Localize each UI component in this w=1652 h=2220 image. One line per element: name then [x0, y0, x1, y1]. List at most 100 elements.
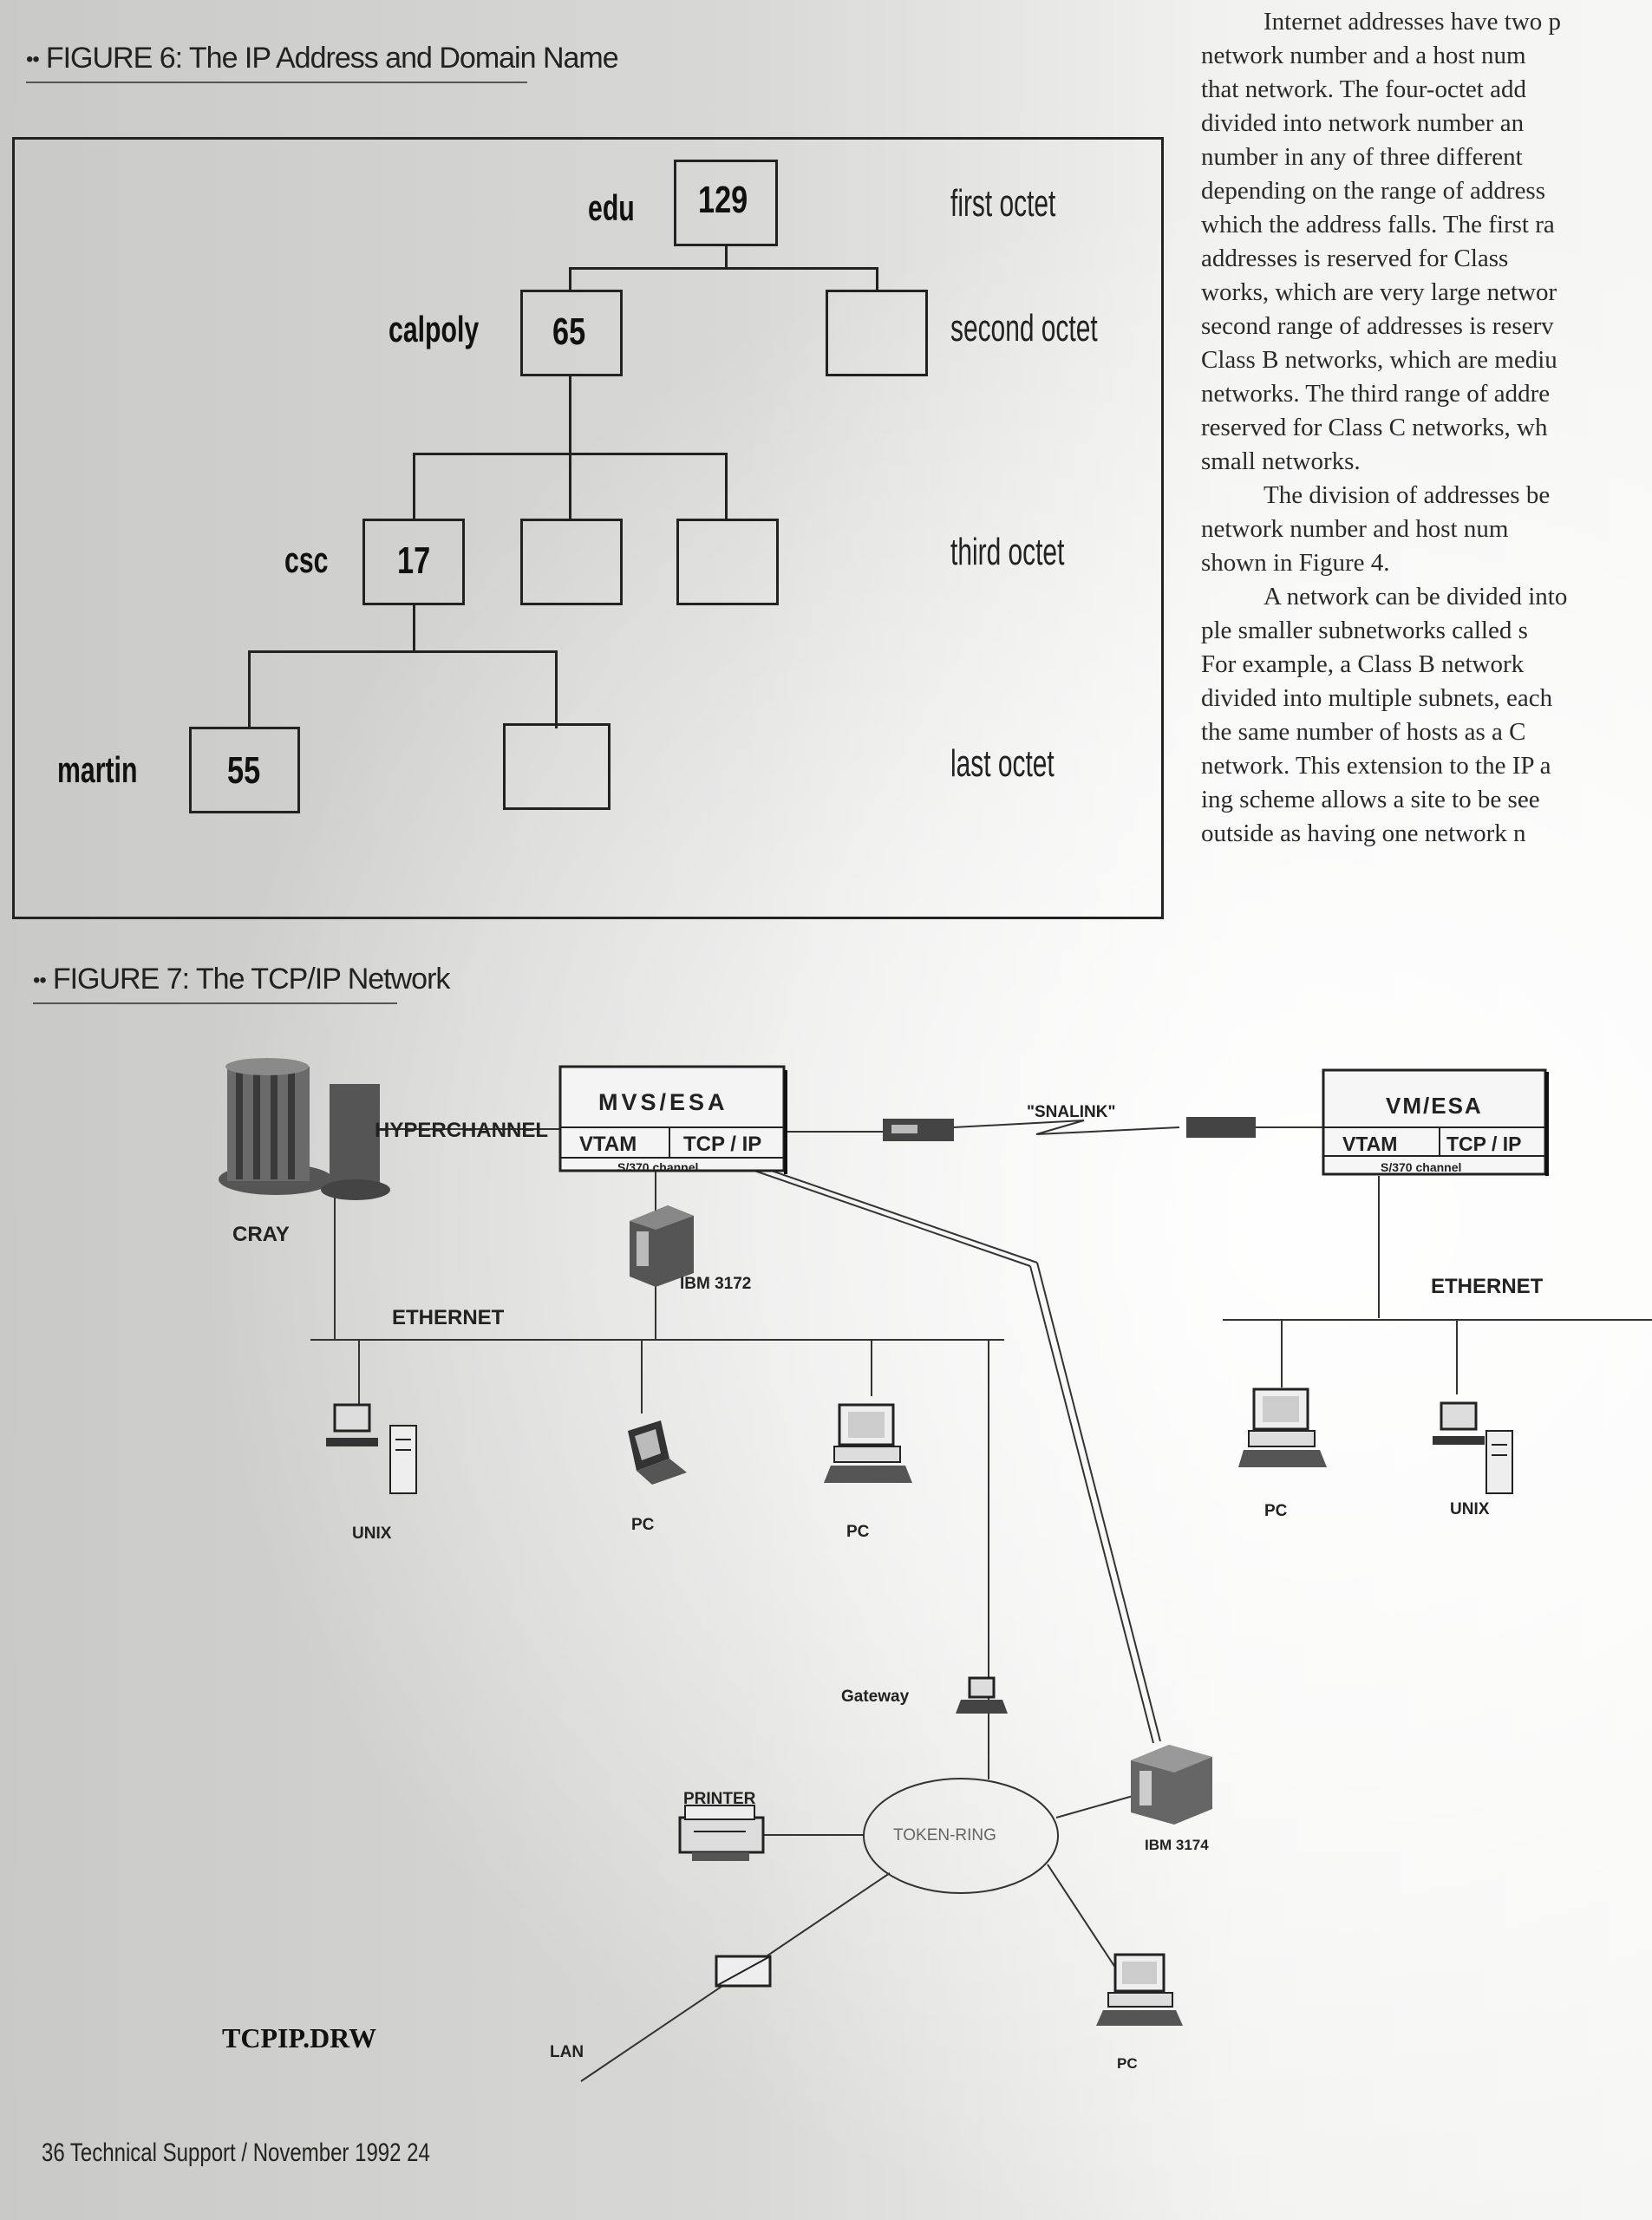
fep-device-icon: [1186, 1117, 1256, 1138]
unix-right-label: UNIX: [1450, 1500, 1490, 1518]
mvs-vtam: VTAM: [579, 1133, 637, 1156]
first-octet-value: 129: [698, 179, 748, 221]
vm-vtam: VTAM: [1342, 1133, 1398, 1155]
cray-label: CRAY: [232, 1223, 290, 1246]
tree-connector: [569, 453, 571, 520]
octet-box-empty: [826, 290, 928, 376]
second-octet-value: 65: [552, 310, 586, 353]
article-line: The division of addresses be: [1263, 481, 1551, 509]
article-line: divided into network number an: [1201, 109, 1525, 137]
article-text-column: Internet addresses have two p network nu…: [1201, 5, 1652, 851]
mvs-title: MVS/ESA: [598, 1089, 728, 1115]
page-footer: 36 Technical Support / November 1992 24: [42, 2138, 430, 2167]
mvs-esa-host: [558, 1065, 787, 1174]
caption-bullets: ••: [26, 48, 40, 72]
article-line: the same number of hosts as a C: [1201, 718, 1526, 746]
article-line: which the address falls. The first ra: [1201, 211, 1555, 238]
lan-label: LAN: [550, 2043, 584, 2061]
article-line: Class B networks, which are mediu: [1201, 346, 1557, 374]
article-line: reserved for Class C networks, wh: [1201, 414, 1548, 441]
desktop-pc-icon: [1238, 1388, 1327, 1467]
octet-label: third octet: [950, 531, 1065, 573]
article-line: network number and a host num: [1201, 42, 1526, 69]
desktop-pc-icon: [1096, 1953, 1183, 2026]
tcpip-network-diagram: [219, 1058, 1652, 2082]
caption-underline: [26, 82, 527, 83]
snalink-label: "SNALINK": [1027, 1103, 1116, 1121]
ibm3172-label: IBM 3172: [680, 1275, 752, 1293]
tree-connector: [569, 267, 571, 291]
article-line: works, which are very large networ: [1201, 278, 1557, 306]
article-line: networks. The third range of addre: [1201, 380, 1551, 408]
article-line: shown in Figure 4.: [1201, 549, 1390, 577]
article-line: number in any of three different: [1201, 143, 1523, 171]
article-line: depending on the range of address: [1201, 177, 1546, 205]
domain-label-calpoly: calpoly: [389, 309, 480, 349]
domain-label-edu: edu: [588, 187, 635, 228]
ethernet-right-label: ETHERNET: [1431, 1275, 1544, 1298]
mvs-channel: S/370 channel: [617, 1160, 699, 1174]
tree-connector: [569, 375, 571, 454]
printer-label: PRINTER: [683, 1790, 756, 1808]
article-line: network. This extension to the IP a: [1201, 752, 1551, 780]
article-line: that network. The four-octet add: [1201, 75, 1526, 103]
laptop-pc-icon: [628, 1420, 687, 1485]
article-line: ing scheme allows a site to be see: [1201, 786, 1540, 813]
ethernet-left-label: ETHERNET: [392, 1306, 505, 1329]
token-ring-label: TOKEN-RING: [893, 1826, 996, 1845]
octet-box-first: [674, 160, 778, 246]
drawing-filename: TCPIP.DRW: [222, 2022, 377, 2054]
caption-bullets: ••: [33, 969, 47, 993]
tree-connector: [725, 245, 728, 269]
pc-label: PC: [846, 1523, 870, 1541]
article-line: network number and host num: [1201, 515, 1509, 543]
article-line: A network can be divided into: [1263, 583, 1568, 610]
tree-connector: [413, 453, 415, 520]
figure6-frame: [12, 137, 1164, 919]
gateway-label: Gateway: [841, 1688, 910, 1706]
tree-connector: [569, 267, 878, 270]
last-octet-value: 55: [227, 749, 261, 792]
article-line: addresses is reserved for Class: [1201, 245, 1509, 272]
hyperchannel-label: HYPERCHANNEL: [375, 1119, 549, 1142]
octet-label: last octet: [950, 742, 1055, 785]
vm-tcpip: TCP / IP: [1446, 1133, 1522, 1155]
domain-label-martin: martin: [57, 749, 138, 790]
unix-workstation-icon: [326, 1403, 417, 1494]
pc-bottom-label: PC: [1117, 2055, 1138, 2072]
ibm3174-label: IBM 3174: [1145, 1837, 1209, 1853]
mvs-tcpip: TCP / IP: [683, 1133, 762, 1156]
caption-underline: [33, 1002, 397, 1004]
gateway-icon: [956, 1676, 1008, 1714]
tree-connector: [248, 650, 557, 653]
octet-label: second octet: [950, 307, 1098, 349]
pc-label: PC: [631, 1516, 655, 1534]
article-line: For example, a Class B network: [1201, 650, 1525, 678]
figure7-caption: ••FIGURE 7: The TCP/IP Network: [33, 963, 450, 996]
figure6-caption-text: FIGURE 6: The IP Address and Domain Name: [45, 42, 619, 75]
article-line: outside as having one network n: [1201, 819, 1526, 847]
cray-computer-icon: [219, 1058, 390, 1200]
article-line: ple smaller subnetworks called s: [1201, 617, 1528, 644]
printer-icon: [678, 1805, 765, 1861]
article-line: small networks.: [1201, 447, 1361, 475]
tree-connector: [413, 605, 415, 652]
octet-box-empty: [676, 519, 779, 605]
unix-left-label: UNIX: [352, 1525, 392, 1543]
domain-label-csc: csc: [284, 539, 329, 580]
desktop-pc-icon: [824, 1403, 912, 1483]
tree-connector: [725, 453, 728, 520]
third-octet-value: 17: [397, 539, 431, 582]
vm-title: VM/ESA: [1386, 1093, 1483, 1119]
octet-box-last: [189, 727, 300, 813]
octet-box-second: [520, 290, 623, 376]
octet-label: first octet: [950, 182, 1056, 225]
pc-right-label: PC: [1264, 1502, 1288, 1520]
octet-box-third: [362, 519, 465, 605]
octet-box-empty: [503, 723, 611, 810]
vm-channel: S/370 channel: [1381, 1160, 1462, 1174]
tree-connector: [248, 650, 251, 728]
ibm3174-controller-icon: [1131, 1745, 1212, 1825]
ibm3172-controller-icon: [630, 1205, 694, 1287]
tree-connector: [555, 650, 558, 728]
